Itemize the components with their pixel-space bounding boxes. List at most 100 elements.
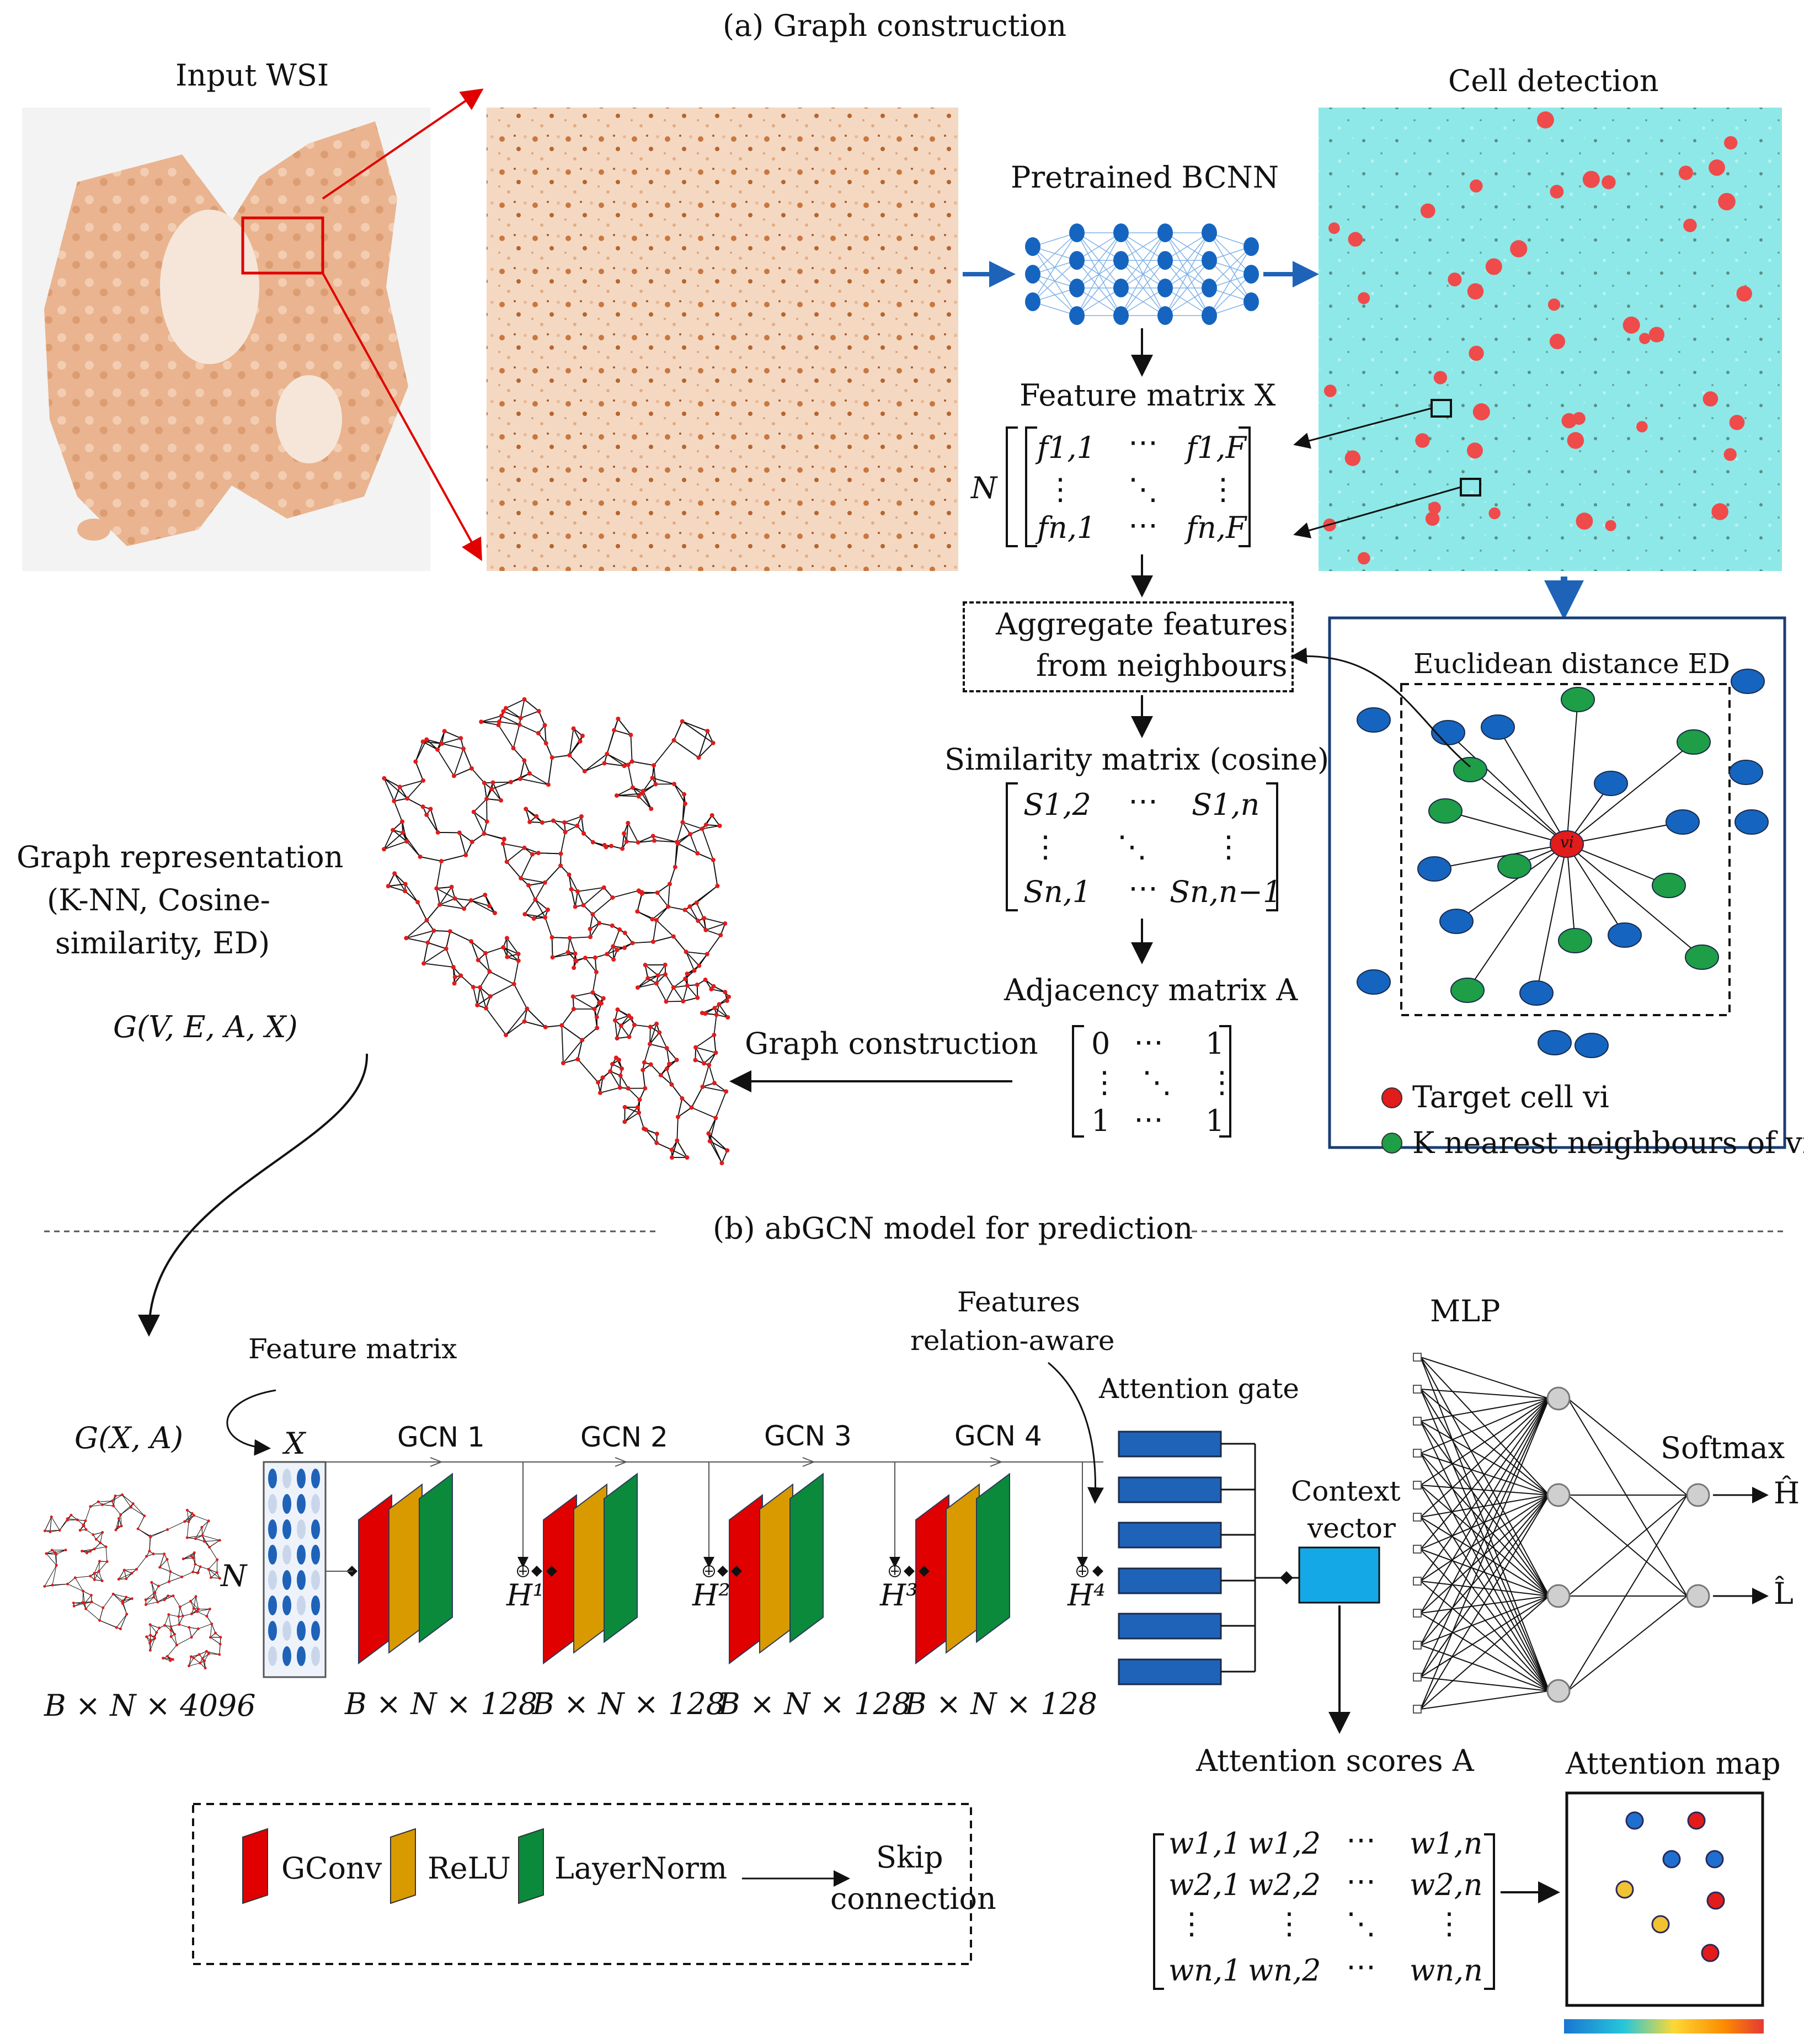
graph-node — [51, 1583, 54, 1587]
graph-node — [196, 1571, 199, 1575]
graph-node — [664, 1046, 669, 1051]
graph-node — [97, 1570, 100, 1573]
arrow-feature-matrix — [226, 1389, 276, 1456]
junction-marker — [919, 1566, 930, 1577]
detected-cell — [1358, 292, 1370, 305]
graph-node — [549, 755, 554, 760]
n-label: N — [221, 1559, 247, 1593]
graph-node — [197, 1608, 200, 1611]
w-r3c2: ⋮ — [1274, 1906, 1304, 1941]
graph-node — [671, 738, 676, 743]
graph-node — [567, 872, 572, 877]
graph-node — [442, 729, 447, 734]
other-cell — [1731, 669, 1765, 694]
w-r1c3: ⋯ — [1346, 1822, 1376, 1857]
graph-node — [718, 933, 723, 938]
graph-node — [666, 1061, 671, 1066]
attention-bar — [1118, 1522, 1222, 1549]
matrix-x-dots-v1: ⋮ — [1045, 472, 1075, 506]
graph-node — [565, 949, 570, 954]
graph-node — [525, 1006, 530, 1011]
neighbour-cell — [1453, 757, 1487, 782]
knn-graph — [1357, 669, 1769, 1058]
graph-node — [73, 1576, 77, 1579]
graph-node — [590, 840, 595, 845]
detected-cell — [1547, 298, 1561, 311]
graph-node — [700, 1084, 705, 1089]
bcnn-neuron — [1157, 251, 1173, 270]
graph-node — [449, 884, 454, 889]
graph-node — [190, 1636, 193, 1639]
matrix-x-fn1: fn,1 — [1037, 510, 1096, 545]
graph-node — [482, 831, 487, 836]
detected-cell — [1729, 414, 1745, 430]
mlp-input — [1413, 1513, 1422, 1522]
w-r4c1: wn,1 — [1168, 1953, 1242, 1988]
x-feature-matrix — [263, 1461, 327, 1678]
graph-node — [681, 999, 686, 1004]
matrix-s-dots-h2: ⋯ — [1128, 871, 1158, 905]
graph-node — [493, 910, 498, 915]
graph-node — [187, 1520, 190, 1523]
graph-node — [635, 985, 640, 990]
other-cell — [1666, 809, 1700, 835]
graph-node — [82, 1523, 85, 1527]
graph-node — [175, 1643, 178, 1647]
feature-cell — [297, 1595, 306, 1615]
gcn-layer — [789, 1472, 824, 1643]
feature-cell — [311, 1469, 320, 1488]
graph-node — [120, 1524, 123, 1528]
graph-node — [503, 706, 508, 711]
graph-node — [199, 1662, 202, 1665]
graph-node — [218, 1642, 222, 1646]
graph-node — [84, 1528, 88, 1531]
detected-cell — [1683, 218, 1697, 232]
graph-node — [626, 1013, 631, 1018]
graph-node — [125, 1613, 129, 1616]
matrix-a-dots-h2: ⋯ — [1134, 1102, 1163, 1136]
graph-node — [143, 1514, 146, 1518]
graph-node — [674, 840, 679, 845]
graph-node — [680, 820, 685, 825]
bcnn-neuron — [1113, 279, 1129, 297]
graph-node — [536, 731, 541, 736]
graph-node — [86, 1551, 89, 1555]
graph-node — [575, 1057, 580, 1062]
graph-node — [518, 716, 523, 721]
graph-node — [119, 1513, 122, 1516]
mlp-hidden — [1546, 1679, 1571, 1703]
matrix-s-dots-v1: ⋮ — [1031, 829, 1060, 864]
junction-marker — [546, 1566, 557, 1577]
graph-node — [421, 961, 426, 966]
graph-node — [185, 1536, 189, 1539]
legend-skip-label-2: connection — [830, 1881, 996, 1916]
graph-node — [615, 1007, 620, 1012]
gcn-layer — [946, 1483, 980, 1654]
bcnn-neuron — [1202, 251, 1217, 270]
graph-node — [700, 826, 704, 831]
graph-node — [663, 962, 668, 967]
graph-node — [671, 934, 676, 939]
graph-node — [166, 1528, 169, 1531]
graph-node — [66, 1582, 69, 1586]
context-vector-box — [1298, 1546, 1380, 1604]
bcnn-neuron — [1157, 223, 1173, 242]
h1-label: H¹ — [506, 1578, 545, 1613]
detected-cell — [1572, 412, 1586, 425]
graph-node — [214, 1631, 217, 1635]
attention-gate — [1118, 1431, 1299, 1685]
section-b-title: (b) abGCN model for prediction — [713, 1211, 1193, 1246]
graph-node — [415, 900, 420, 905]
junction-marker — [904, 1566, 915, 1577]
graph-node — [549, 935, 554, 940]
graph-node — [669, 1148, 674, 1152]
graph-node — [588, 926, 593, 931]
graph-node — [171, 1658, 174, 1661]
graph-node — [483, 893, 488, 898]
softmax-label: Softmax — [1661, 1431, 1785, 1465]
graph-node — [189, 1599, 192, 1603]
graph-node — [705, 729, 710, 734]
bcnn-neuron — [1243, 292, 1259, 311]
graph-node — [153, 1591, 157, 1594]
graph-node — [205, 1650, 208, 1653]
